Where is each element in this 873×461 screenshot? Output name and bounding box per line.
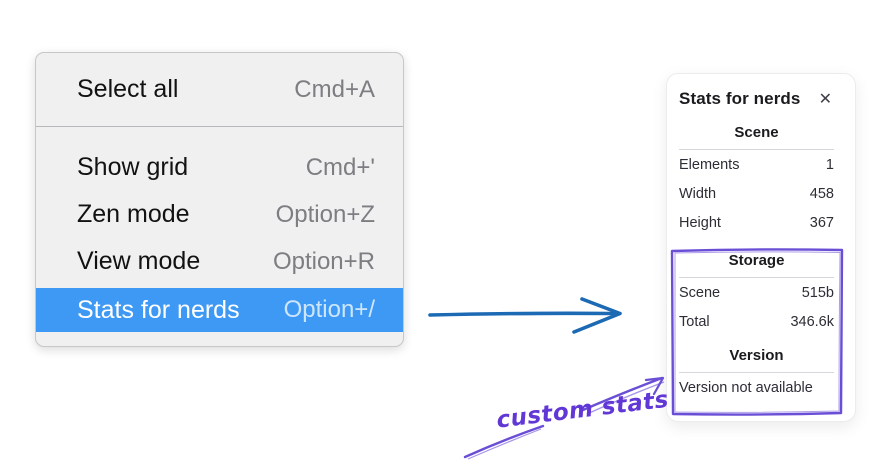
stat-label: Width (679, 185, 717, 202)
context-menu: Select all Cmd+A Show grid Cmd+' Zen mod… (35, 52, 404, 347)
section-divider (679, 149, 834, 150)
menu-item-show-grid[interactable]: Show grid Cmd+' (36, 144, 403, 191)
stat-row-scene-storage: Scene 515b (679, 278, 834, 307)
stat-label: Total (679, 313, 710, 330)
menu-item-shortcut: Option+/ (283, 296, 375, 323)
stats-for-nerds-panel: Stats for nerds ✕ Scene Elements 1 Width… (666, 73, 856, 422)
close-icon[interactable]: ✕ (818, 89, 832, 108)
panel-titlebar: Stats for nerds ✕ (679, 86, 834, 112)
stat-row-total-storage: Total 346.6k (679, 307, 834, 336)
menu-divider (36, 126, 403, 127)
stat-value: 1 (825, 156, 834, 173)
annotation-arrow-tail-sketch (467, 428, 542, 460)
menu-item-label: Select all (77, 75, 179, 103)
menu-item-view-mode[interactable]: View mode Option+R (36, 238, 403, 285)
stat-label: Elements (679, 156, 740, 173)
stat-value: 367 (809, 214, 834, 231)
menu-item-label: Zen mode (77, 200, 190, 228)
section-storage: Storage Scene 515b Total 346.6k (679, 250, 834, 336)
section-scene: Scene Elements 1 Width 458 Height 367 (679, 122, 834, 237)
menu-item-shortcut: Option+R (272, 247, 375, 275)
stat-row-width: Width 458 (679, 179, 834, 208)
section-version: Version Version not available (679, 345, 834, 402)
menu-item-zen-mode[interactable]: Zen mode Option+Z (36, 191, 403, 238)
arrow-shaft (428, 311, 616, 317)
annotation-label: custom stats (495, 386, 671, 434)
section-heading: Scene (734, 124, 779, 141)
stat-value: 515b (801, 284, 834, 301)
menu-item-shortcut: Cmd+A (294, 75, 375, 103)
menu-item-select-all[interactable]: Select all Cmd+A (36, 53, 403, 126)
menu-item-label: Show grid (77, 153, 189, 181)
section-heading: Version (729, 347, 784, 364)
menu-item-shortcut: Option+Z (275, 200, 375, 228)
panel-title: Stats for nerds (679, 89, 801, 108)
menu-item-shortcut: Cmd+' (305, 153, 375, 181)
stat-value: 458 (809, 185, 834, 202)
menu-group-view-options: Show grid Cmd+' Zen mode Option+Z View m… (36, 127, 403, 332)
stat-row-height: Height 367 (679, 208, 834, 237)
stat-label: Height (679, 214, 721, 231)
menu-item-label: View mode (77, 247, 201, 275)
stat-label: Scene (679, 284, 721, 301)
version-note: Version not available (679, 380, 813, 396)
menu-item-stats-for-nerds[interactable]: Stats for nerds Option+/ (36, 288, 403, 332)
section-heading: Storage (728, 252, 785, 269)
stat-value: 346.6k (790, 313, 834, 330)
menu-to-panel-arrow (428, 297, 622, 334)
stat-row-elements: Elements 1 (679, 150, 834, 179)
menu-item-label: Stats for nerds (77, 295, 240, 324)
arrow-head (572, 297, 622, 334)
